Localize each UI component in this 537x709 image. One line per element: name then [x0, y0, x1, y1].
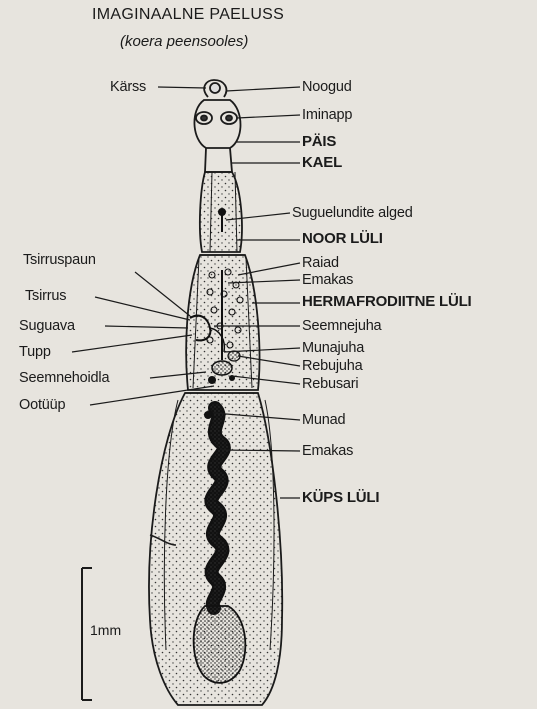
label-tsirruspaun: Tsirruspaun	[23, 252, 96, 268]
label-emakas-lower: Emakas	[302, 443, 353, 459]
hermaphrodite-segment	[186, 255, 259, 390]
label-tupp: Tupp	[19, 344, 51, 360]
label-noor-luli: NOOR LÜLI	[302, 231, 383, 247]
label-ootuup: Ootüüp	[19, 397, 65, 413]
label-rebusari: Rebusari	[302, 376, 358, 392]
label-seemnehoidla: Seemnehoidla	[19, 370, 109, 386]
label-emakas-upper: Emakas	[302, 272, 353, 288]
label-kael: KAEL	[302, 155, 342, 171]
label-noogud: Noogud	[302, 79, 352, 95]
figure-subtitle: (koera peensooles)	[120, 33, 360, 50]
label-raiad: Raiad	[302, 255, 339, 271]
label-rebujuha: Rebujuha	[302, 358, 362, 374]
label-karss: Kärss	[110, 79, 146, 95]
label-kups-luli: KÜPS LÜLI	[302, 490, 379, 506]
label-munad: Munad	[302, 412, 345, 428]
scale-bar-label: 1mm	[90, 622, 121, 638]
label-munajuha: Munajuha	[302, 340, 364, 356]
mature-segment	[149, 393, 282, 705]
label-suguelundite-alged: Suguelundite alged	[292, 205, 413, 221]
label-hermafrodiitne-luli: HERMAFRODIITNE LÜLI	[302, 294, 472, 310]
label-tsirrus: Tsirrus	[25, 288, 66, 304]
young-segment	[200, 172, 242, 252]
label-pais: PÄIS	[302, 134, 336, 150]
label-iminapp: Iminapp	[302, 107, 352, 123]
figure-title: IMAGINAALNE PAELUSS	[92, 6, 412, 24]
label-seemnejuha: Seemnejuha	[302, 318, 381, 334]
label-suguava: Suguava	[19, 318, 75, 334]
